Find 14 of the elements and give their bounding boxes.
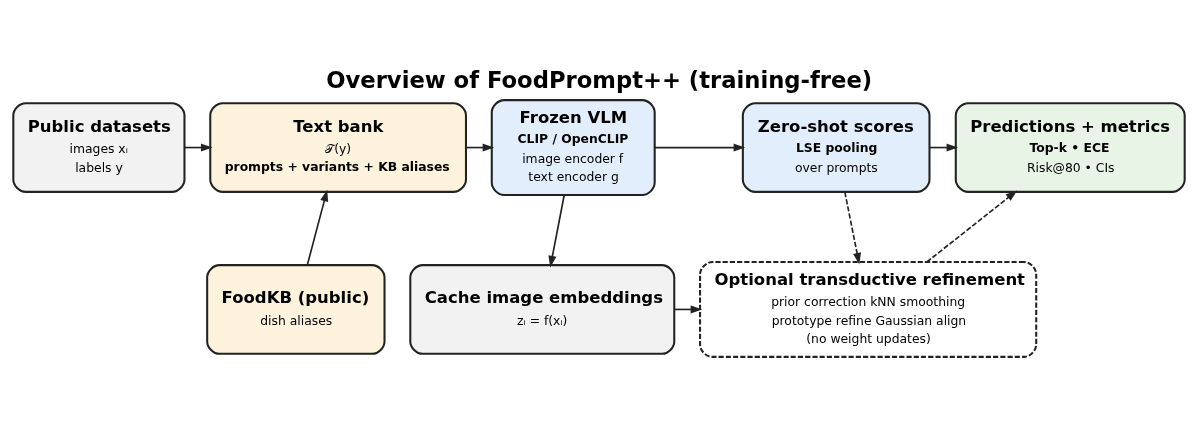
node-box: Zero-shot scores LSE pooling over prompts xyxy=(741,101,931,193)
node-box: Frozen VLM CLIP / OpenCLIP image encoder f text encoder g xyxy=(490,98,656,196)
node-box: Public datasets images xᵢ labels y xyxy=(12,101,186,193)
node-box: FoodKB (public) dish aliases xyxy=(206,263,386,355)
node-box: Text bank 𝒯(y) prompts + variants + KB aliases xyxy=(209,101,467,193)
arrow xyxy=(654,143,746,152)
diagram-title: Overview of FoodPrompt++ (training-free) xyxy=(326,66,873,93)
node-box: Optional transductive refinement prior correction kNN smoothing prototype refine Gaussian align (no weight updates) xyxy=(699,260,1038,358)
arrow xyxy=(844,190,862,264)
node-box: Predictions + metrics Top-k • ECE Risk@80 • CIs xyxy=(954,101,1186,193)
arrow xyxy=(306,189,329,266)
arrow xyxy=(926,190,1018,263)
arrow xyxy=(548,193,565,267)
node-box: Cache image embeddings zᵢ = f(xᵢ) xyxy=(409,263,676,355)
